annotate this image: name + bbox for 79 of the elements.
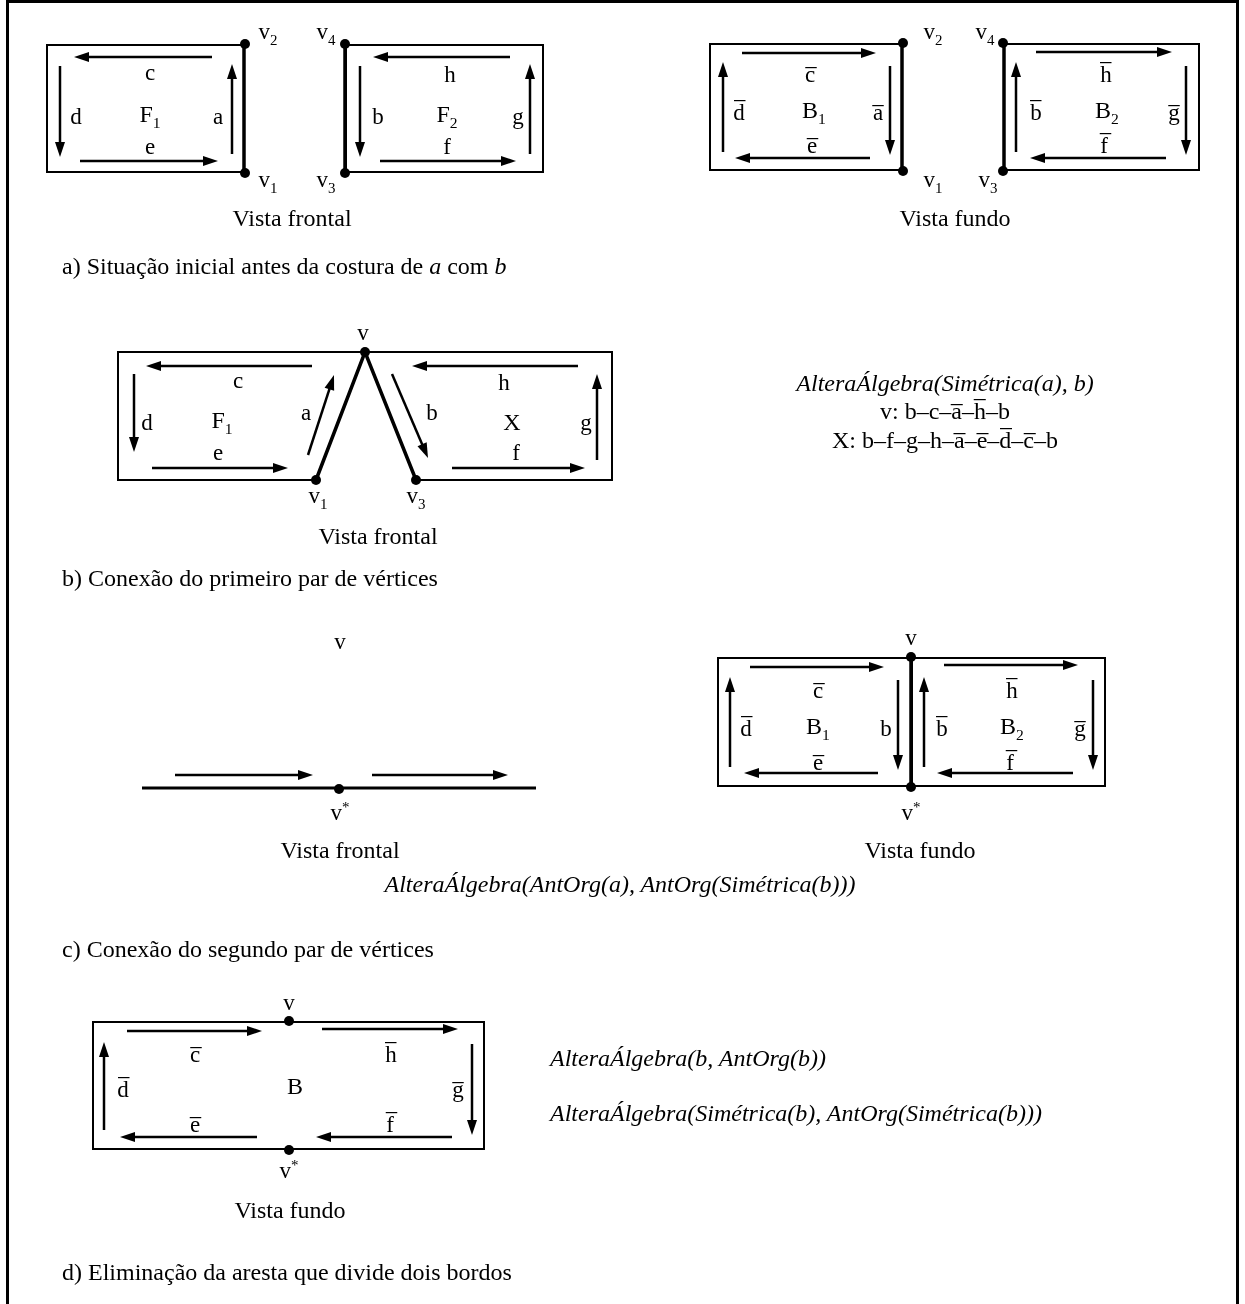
formula: AlteraÁlgebra(Simétrica(b), AntOrg(Simétrica(b))) — [550, 1099, 1042, 1127]
half-edge-name: e — [212, 440, 224, 464]
face-name: B$_{2}$ — [1095, 97, 1119, 127]
half-edge-name: a̅ — [872, 100, 884, 124]
vertex-label: v$^{*}$ — [330, 798, 350, 826]
half-edge-name: g — [580, 410, 592, 434]
vertex-label: v$_{4}$ — [975, 19, 995, 49]
half-edge-name: a — [212, 104, 224, 128]
half-edge-name: d̅ — [740, 716, 752, 740]
half-edge-name: e — [144, 134, 156, 158]
half-edge-name: h — [444, 62, 456, 86]
view-caption: Vista frontal — [318, 522, 438, 550]
face-name: F$_{1}$ — [211, 407, 233, 437]
formula: AlteraÁlgebra(b, AntOrg(b)) — [550, 1044, 826, 1072]
view-caption: Vista fundo — [234, 1196, 346, 1224]
half-edge-name: g — [512, 104, 524, 128]
panel-caption: b) Conexão do primeiro par de vértices — [62, 564, 438, 592]
vertex-label: v$_{3}$ — [978, 167, 998, 197]
panel-caption: c) Conexão do segundo par de vértices — [62, 935, 434, 963]
vertex-label: v$_{1}$ — [308, 483, 328, 513]
vertex-label: v$^{*}$ — [901, 798, 921, 826]
vertex-label: v$_{3}$ — [316, 167, 336, 197]
face-name: F$_{2}$ — [436, 101, 458, 131]
half-edge-name: d — [141, 410, 153, 434]
view-caption: Vista frontal — [280, 836, 400, 864]
half-edge-name: h̅ — [385, 1042, 397, 1066]
face-outline — [92, 1021, 485, 1150]
face-name: B — [287, 1074, 303, 1098]
view-caption: Vista fundo — [899, 204, 1011, 232]
half-edge-name: c — [144, 60, 156, 84]
face-name: B$_{1}$ — [806, 713, 830, 743]
vertex-label: v$_{4}$ — [316, 19, 336, 49]
half-edge-name: b — [880, 716, 892, 740]
half-edge-name: h̅ — [1100, 62, 1112, 86]
vertex-label: v$^{*}$ — [279, 1156, 299, 1184]
face-name: B$_{2}$ — [1000, 713, 1024, 743]
vertex-label: v$_{1}$ — [923, 167, 943, 197]
half-edge-name: e̅ — [806, 133, 818, 157]
panel-caption: d) Eliminação da aresta que divide dois bordos — [62, 1258, 512, 1286]
half-edge-name: g̅ — [1074, 716, 1086, 740]
formula: AlteraÁlgebra(AntOrg(a), AntOrg(Simétrica(b))) — [384, 870, 856, 898]
vertex-label: v — [357, 320, 369, 346]
half-edge-name: b̅ — [936, 716, 948, 740]
half-edge-name: c — [232, 368, 244, 392]
half-edge-name: f — [512, 440, 520, 464]
face-name: F$_{1}$ — [139, 101, 161, 131]
half-edge-name: a — [300, 400, 312, 424]
vertex-label: v$_{2}$ — [923, 19, 943, 49]
half-edge-name: e̅ — [189, 1112, 201, 1136]
face-cycle: X: b–f–g–h–a̅–e̅–d̅–c̅–b — [832, 426, 1058, 454]
half-edge-name: d̅ — [117, 1077, 129, 1101]
vertex-label: v$_{2}$ — [258, 19, 278, 49]
half-edge-name: e̅ — [812, 750, 824, 774]
face-name: B$_{1}$ — [802, 97, 826, 127]
half-edge-name: f — [443, 134, 451, 158]
formula: AlteraÁlgebra(Simétrica(a), b) — [796, 369, 1094, 397]
half-edge-name: c̅ — [804, 62, 816, 86]
half-edge-name: b̅ — [1030, 100, 1042, 124]
half-edge-name: b — [372, 104, 384, 128]
view-caption: Vista fundo — [864, 836, 976, 864]
half-edge-name: g̅ — [1168, 100, 1180, 124]
half-edge-name: g̅ — [452, 1077, 464, 1101]
vertex-label: v — [283, 990, 295, 1016]
vertex-label: v — [334, 629, 346, 655]
vertex-label: v$_{3}$ — [406, 483, 426, 513]
vertex-label: v$_{1}$ — [258, 167, 278, 197]
half-edge-name: h — [498, 370, 510, 394]
half-edge-name: c̅ — [812, 678, 824, 702]
view-caption: Vista frontal — [232, 204, 352, 232]
face-name: X — [503, 410, 521, 434]
half-edge-name: d — [70, 104, 82, 128]
half-edge-name: c̅ — [189, 1042, 201, 1066]
vertex-label: v — [905, 625, 917, 651]
half-edge-name: h̅ — [1006, 678, 1018, 702]
panel-caption: a) Situação inicial antes da costura de a com b — [62, 252, 507, 280]
half-edge-name: d̅ — [733, 100, 745, 124]
half-edge-name: b — [426, 400, 438, 424]
face-outline — [345, 44, 544, 173]
vertex-cycle: v: b–c–a̅–h̅–b — [880, 397, 1010, 425]
